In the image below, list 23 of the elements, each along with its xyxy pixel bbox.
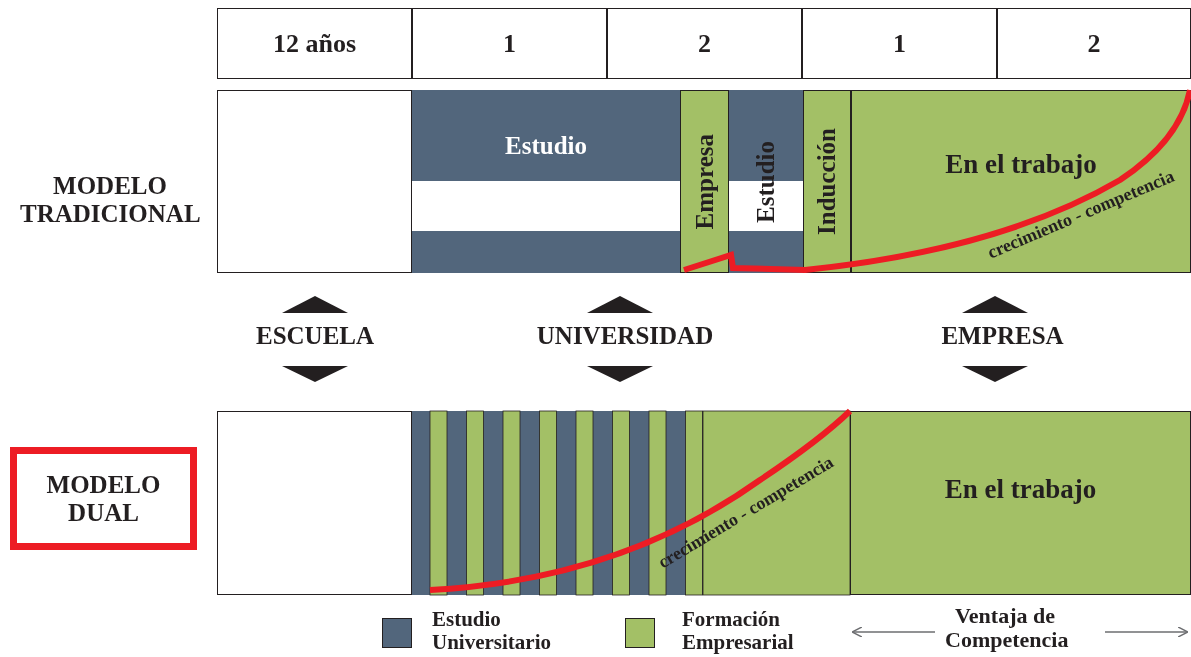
model-title: MODELO DUAL <box>45 470 162 527</box>
block-label: Inducción <box>813 128 841 235</box>
timeline-header-cell: 1 <box>412 8 607 79</box>
school-period-box <box>217 90 412 273</box>
work-block: En el trabajo <box>850 411 1191 595</box>
timeline-header-cell: 12 años <box>217 8 412 79</box>
period-label: EMPRESA <box>940 322 1065 350</box>
highlight-frame <box>10 447 197 550</box>
legend-text: Formación Empresarial <box>682 608 795 655</box>
timeline-header-cell: 2 <box>997 8 1191 79</box>
school-period-box <box>217 411 412 595</box>
timeline-header-cell: 1 <box>802 8 997 79</box>
timeline-header-cell: 2 <box>607 8 802 79</box>
legend-text: Estudio Universitario <box>432 608 552 655</box>
training-block <box>680 90 729 273</box>
model-title: MODELO TRADICIONAL <box>20 172 200 227</box>
block-label: Estudio <box>752 140 780 223</box>
study-block <box>729 90 803 273</box>
block-label: Empresa <box>690 133 719 230</box>
study-block: Estudio <box>412 90 680 273</box>
training-block <box>803 90 851 273</box>
period-label: UNIVERSIDAD <box>535 322 715 350</box>
period-label: ESCUELA <box>254 322 376 350</box>
